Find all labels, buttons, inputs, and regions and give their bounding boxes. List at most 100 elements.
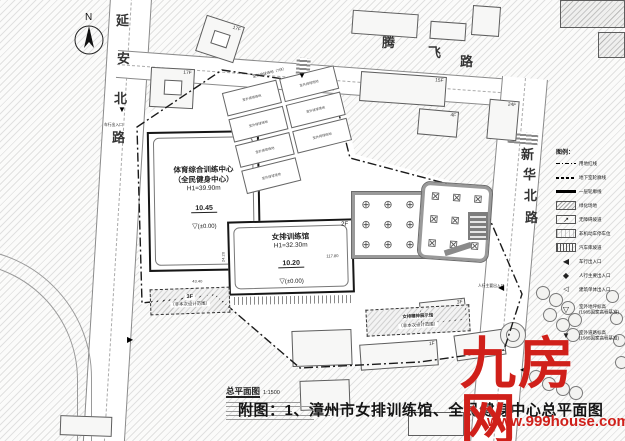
court-label: 室外排球场地 — [305, 105, 326, 114]
neighbor-building — [598, 32, 625, 58]
road-elevation-symbol — [556, 331, 576, 340]
legend-row: 室外地坪标高(1985国家高程基准) — [556, 298, 625, 321]
legend-row: 建筑单体出入口 — [556, 284, 625, 296]
exhibit-not-in-scope-box: 女排精神展示馆 （非本次设计范围） — [365, 304, 471, 337]
north-label: N — [85, 12, 92, 23]
north-arrow: N — [74, 12, 104, 55]
tree-icon: ⊕ — [361, 238, 371, 251]
entrance-arrow-icon: ◀ — [520, 365, 527, 374]
entrance-arrow-icon: ▶ — [127, 335, 134, 344]
entrance-arrow-icon: ▼ — [298, 71, 306, 80]
dimension-label: 24.20 — [221, 251, 226, 263]
roundabout-inner — [506, 328, 520, 342]
legend-row: 室外道路标高(1985国家高程基准) — [556, 324, 625, 347]
entrance-arrow-icon: ▼ — [118, 105, 126, 114]
legend-row: 非机动车停车位 — [556, 228, 625, 240]
legend-label: 室外地坪标高(1985国家高程基准) — [579, 304, 620, 315]
legend-label: 绿化场地 — [579, 203, 597, 209]
legend-label: 汽车库坡道 — [579, 245, 602, 251]
tree-icon — [529, 370, 543, 384]
tree-icon: ⊠ — [450, 215, 461, 228]
elevation-datum: (±0.00) — [197, 223, 217, 230]
drawing-scale: 1:1500 — [263, 390, 280, 396]
tree-icon: ⊕ — [405, 218, 415, 231]
floor-count-label: 2F — [341, 221, 349, 228]
tree-icon — [613, 334, 625, 347]
note-line — [226, 410, 292, 412]
court-label: 室外排球场地 — [255, 145, 275, 155]
note-line — [226, 414, 330, 416]
legend-label: 用地红线 — [579, 161, 597, 167]
tree-icon: ⊕ — [383, 218, 393, 231]
compass-needle-icon — [84, 26, 94, 48]
ground-elevation-symbol — [556, 305, 576, 314]
figure-caption: 附图：1、漳州市女排训练馆、全民健身中心总平面图 — [238, 402, 604, 419]
legend-label: 地下室轮廓线 — [579, 175, 606, 181]
legend-title: 图例： — [556, 150, 575, 156]
building-entrance-symbol — [556, 285, 576, 294]
building-volleyball-hall: 2F 女排训练馆 H1=32.30m 10.20 ▽(±0.00) 117.80 — [227, 218, 355, 296]
tree-icon: ⊕ — [361, 198, 371, 211]
tree-icon: ⊕ — [405, 198, 415, 211]
tree-icon: ⊠ — [472, 193, 483, 207]
road-label-yanan-2: 安 — [117, 51, 131, 66]
dimension-label: 43.40 — [192, 278, 203, 284]
legend-label: 一层轮廓线 — [579, 189, 602, 195]
parking-structure — [468, 212, 488, 240]
legend-row: 地下室轮廓线 — [556, 172, 625, 184]
tree-icon: ⊕ — [383, 198, 393, 211]
road-label-yanan-1: 延 — [116, 13, 130, 28]
note-line — [226, 406, 322, 408]
road-label-yanan-3: 北 — [114, 91, 128, 106]
red-line-symbol — [556, 159, 576, 168]
legend-label: 无障碍坡道 — [579, 217, 602, 223]
pedestrian-entrance-symbol — [556, 271, 576, 280]
drawing-title: 总平面图 — [226, 386, 261, 399]
first-floor-outline-symbol — [556, 187, 576, 196]
greenery-symbol — [556, 201, 576, 211]
legend-row: 车行出入口 — [556, 256, 625, 268]
legend-label: 车行出入口 — [579, 259, 602, 265]
elevation-value: 10.20 — [278, 259, 305, 268]
road-label-xinhua-3: 北 — [524, 188, 538, 203]
bike-parking-symbol — [556, 229, 576, 239]
road-label-tengfei-1: 腾 — [382, 35, 396, 50]
road-label-tengfei-2: 飞 — [428, 45, 442, 60]
tree-icon: ⊠ — [430, 190, 441, 204]
tree-icon — [543, 308, 557, 322]
elevation-value: 10.45 — [191, 204, 217, 213]
legend-label: 室外道路标高(1985国家高程基准) — [579, 329, 620, 340]
elevation-datum: (±0.00) — [284, 278, 304, 285]
tree-icon: ⊕ — [405, 238, 415, 251]
scope-box-note: （非本次设计范围） — [398, 320, 439, 329]
tree-icon — [536, 286, 550, 300]
scope-box-note: （非本次设计范围） — [170, 300, 210, 308]
tree-icon: ⊠ — [427, 236, 438, 250]
entrance-label: 车行出入口 — [104, 122, 123, 127]
court-label: 室外排球场地 — [299, 79, 320, 88]
entrance-label: 人行主要出入口 — [478, 283, 505, 288]
road-label-tengfei-3: 路 — [460, 54, 474, 69]
building-height: H1=39.90m — [186, 184, 221, 193]
ramp-symbol — [556, 215, 576, 225]
legend-label: 人行主要出入口 — [579, 273, 611, 279]
watermark-logo: 九房网 — [460, 332, 576, 441]
tree-icon: ⊕ — [361, 218, 371, 231]
legend-row: 人行主要出入口 — [556, 270, 625, 282]
legend: 图例： 用地红线 地下室轮廓线 一层轮廓线 绿化场地 无障碍坡道 非机动车停车位… — [556, 147, 625, 349]
watermark-url[interactable]: www.999house.com — [487, 413, 625, 430]
tree-icon — [610, 312, 623, 325]
court-label: 室外排球场地 — [312, 131, 333, 140]
tree-icon: ⊠ — [451, 191, 462, 205]
entrance-arrow-icon: ◀ — [498, 283, 505, 292]
tree-icon: ⊕ — [383, 238, 393, 251]
legend-row: 一层轮廓线 — [556, 186, 625, 198]
legend-row: 用地红线 — [556, 158, 625, 170]
dorm-not-in-scope-box: 3F （非本次设计范围） — [149, 286, 231, 316]
tree-icon — [542, 377, 556, 391]
tree-icon — [569, 386, 583, 400]
tree-icon — [606, 290, 619, 303]
road-label-yanan-4: 路 — [112, 130, 126, 145]
